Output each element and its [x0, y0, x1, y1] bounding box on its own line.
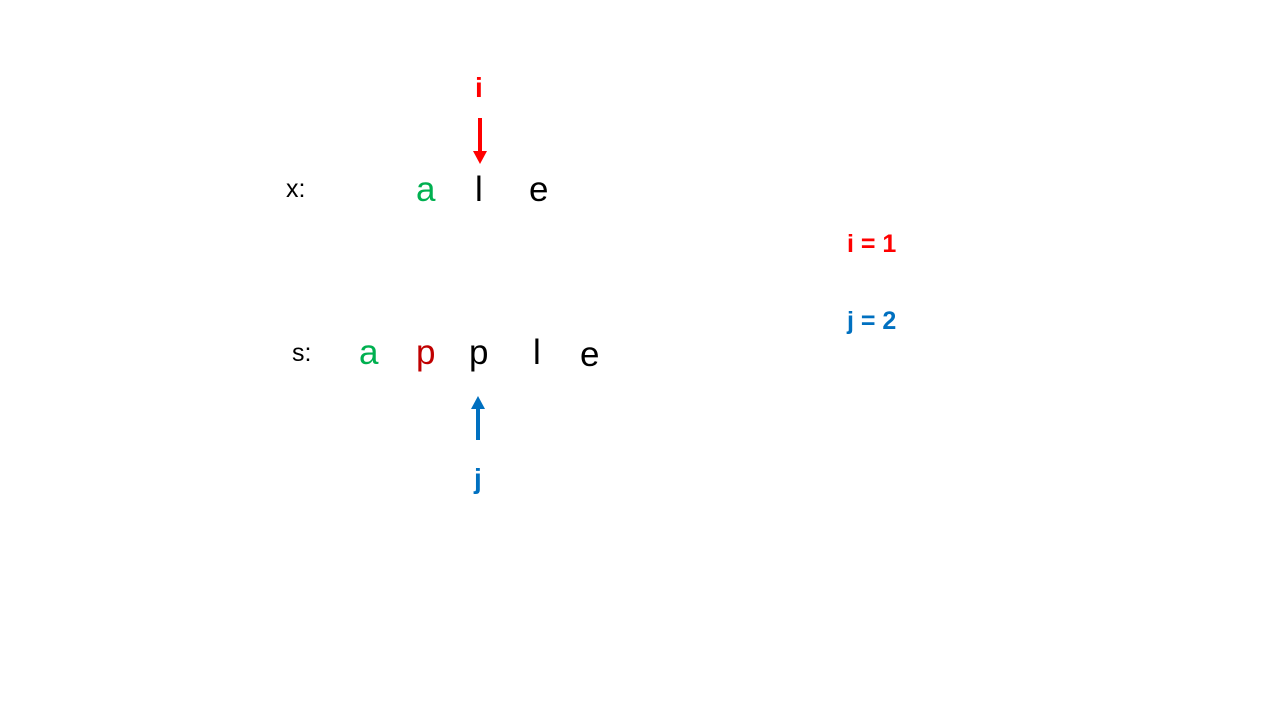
- i-value-text: i = 1: [847, 230, 897, 258]
- j-value-text: j = 2: [847, 307, 897, 335]
- pointer-j-arrow-icon: [471, 396, 485, 440]
- s-char-2: p: [469, 333, 489, 372]
- pointer-j-label: j: [474, 463, 482, 494]
- x-char-2: e: [529, 170, 549, 209]
- pointer-i-arrow-icon: [473, 118, 487, 164]
- pointer-i-label: i: [475, 72, 483, 103]
- s-char-3: l: [533, 333, 541, 372]
- x-char-1: l: [475, 170, 483, 209]
- s-row-label: s:: [292, 339, 312, 367]
- s-char-4: e: [580, 335, 600, 374]
- x-row-label: x:: [286, 175, 306, 203]
- s-char-0: a: [359, 333, 379, 372]
- s-char-1: p: [416, 333, 436, 372]
- x-char-0: a: [416, 170, 436, 209]
